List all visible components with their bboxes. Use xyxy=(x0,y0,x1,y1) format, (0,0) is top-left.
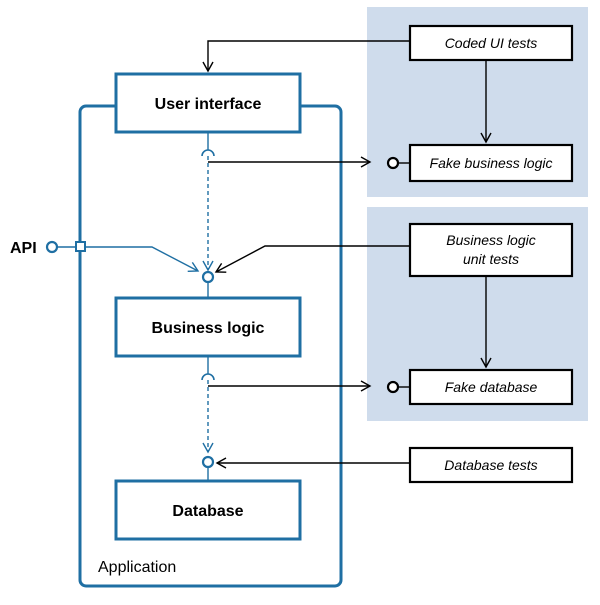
coded-ui-tests-label: Coded UI tests xyxy=(445,35,538,51)
db-provided-interface xyxy=(201,455,215,469)
business-logic-unit-tests-label-1: Business logic xyxy=(446,232,536,248)
business-logic-label: Business logic xyxy=(152,320,265,337)
business-logic-box[interactable] xyxy=(114,296,302,358)
api-label: API xyxy=(10,240,37,257)
bl-provided-interface xyxy=(201,270,215,284)
fake-business-logic-box[interactable] xyxy=(408,143,574,183)
database-tests-box[interactable] xyxy=(408,446,574,484)
business-logic-unit-tests-label-2: unit tests xyxy=(463,251,519,267)
user-interface-label: User interface xyxy=(155,96,262,113)
application-label: Application xyxy=(98,559,176,576)
database-label: Database xyxy=(172,503,243,520)
fake-db-interface xyxy=(386,380,400,394)
coded-ui-tests-box[interactable] xyxy=(408,24,574,62)
arrow-bl-tests-to-bl xyxy=(214,245,410,273)
bl-required-socket xyxy=(201,373,215,381)
database-tests-label: Database tests xyxy=(444,457,537,473)
fake-bl-interface xyxy=(386,156,400,170)
business-logic-unit-tests-box[interactable] xyxy=(408,222,574,278)
arrow-coded-ui-to-ui xyxy=(202,40,410,73)
user-interface-box[interactable] xyxy=(114,72,302,134)
api-port xyxy=(75,241,86,252)
api-interface xyxy=(45,240,59,254)
ui-required-socket xyxy=(201,149,215,157)
database-box[interactable] xyxy=(114,479,302,541)
fake-business-logic-label: Fake business logic xyxy=(430,155,553,171)
fake-database-label: Fake database xyxy=(445,379,538,395)
api-delegation-line xyxy=(85,246,200,272)
